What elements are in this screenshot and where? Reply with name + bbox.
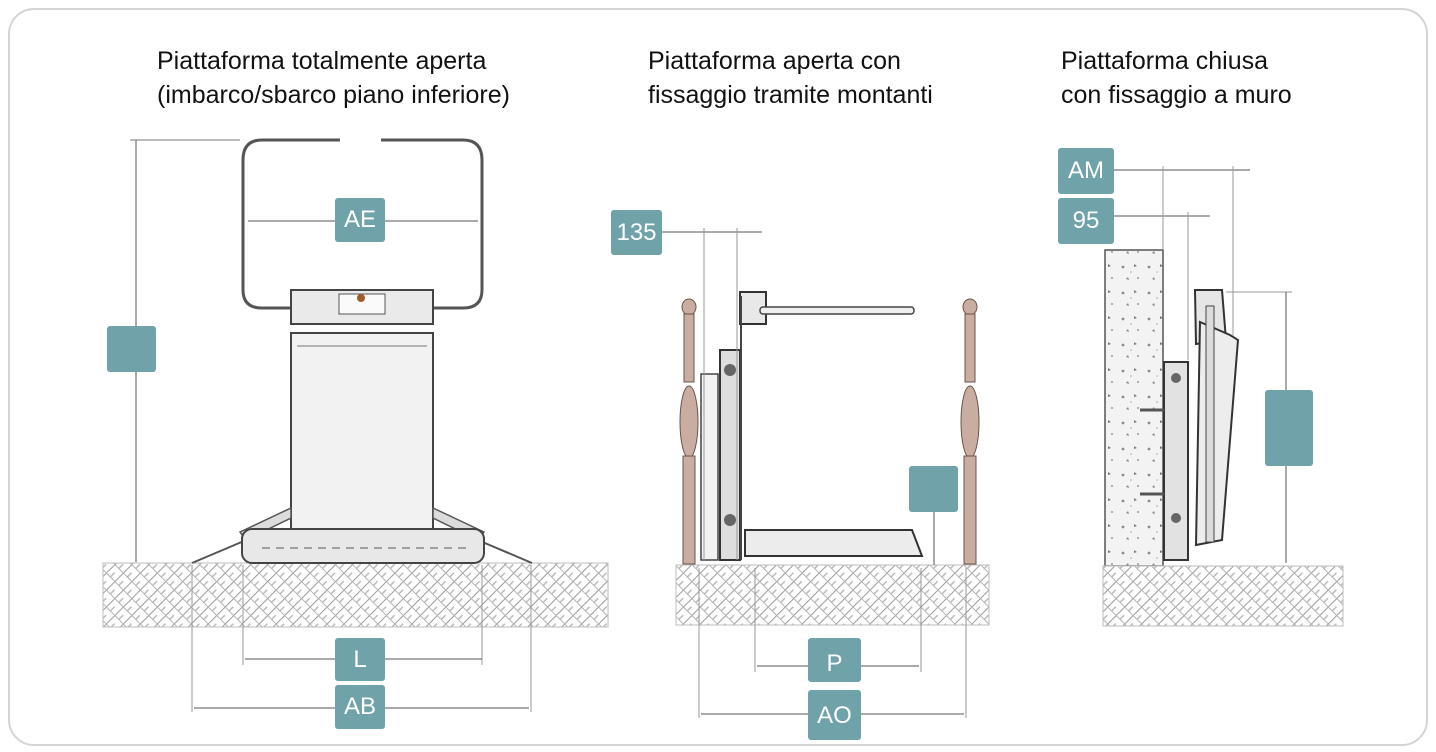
tag-ae: AE xyxy=(335,198,385,242)
post-left xyxy=(679,298,699,565)
handle-left-half xyxy=(241,138,340,310)
control-panel xyxy=(338,293,386,315)
platform-base-left xyxy=(241,528,485,564)
platform-panel-left xyxy=(290,332,434,530)
tag-height-right xyxy=(1265,390,1313,466)
title-open-posts: Piattaforma aperta con fissaggio tramite… xyxy=(648,47,933,109)
folded-platform xyxy=(1194,320,1240,547)
folded-mechanism xyxy=(1163,361,1189,561)
floor-left xyxy=(102,562,609,628)
tag-135: 135 xyxy=(611,210,662,255)
wall xyxy=(1104,249,1164,567)
post-right xyxy=(960,298,980,565)
floor-right xyxy=(1102,565,1344,627)
title-fully-open: Piattaforma totalmente aperta (imbarco/s… xyxy=(157,47,510,109)
tag-95: 95 xyxy=(1058,198,1114,244)
platform-floor-middle xyxy=(744,529,924,557)
tag-l: L xyxy=(335,638,385,681)
tag-p: P xyxy=(808,638,861,682)
safety-bar xyxy=(759,306,915,315)
title-closed-wall: Piattaforma chiusa con fissaggio a muro xyxy=(1061,47,1292,109)
left-drawing xyxy=(102,138,609,712)
tag-ao: AO xyxy=(808,690,861,740)
right-drawing xyxy=(1102,166,1344,627)
handle-right-half xyxy=(381,138,484,310)
middle-drawing xyxy=(660,228,990,718)
tag-am: AM xyxy=(1058,148,1114,194)
tag-height-left xyxy=(107,326,156,372)
emergency-button-icon xyxy=(357,294,365,302)
tag-platform-height xyxy=(909,466,958,512)
tag-ab: AB xyxy=(335,685,385,729)
floor-middle xyxy=(675,564,990,626)
